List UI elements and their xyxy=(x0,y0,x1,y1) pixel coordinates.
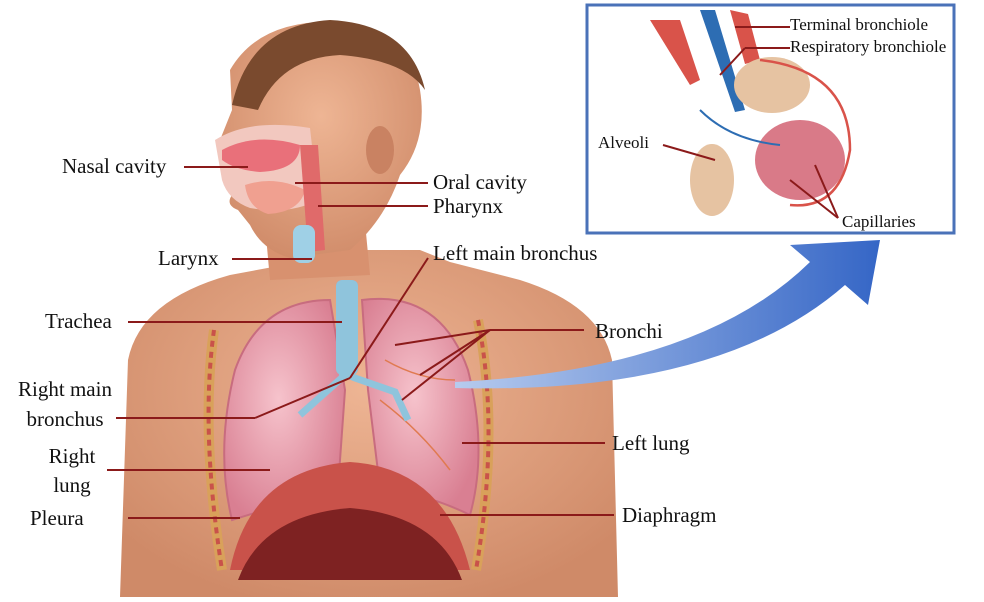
label-alveoli: Alveoli xyxy=(598,133,649,152)
label-pharynx: Pharynx xyxy=(433,195,503,218)
label-capillaries: Capillaries xyxy=(842,212,916,231)
label-diaphragm: Diaphragm xyxy=(622,504,716,527)
label-oral-cavity: Oral cavity xyxy=(433,171,527,194)
label-right-main-bronchus: Right main bronchus xyxy=(10,378,120,431)
label-right-lung-line1: Right xyxy=(40,445,104,468)
label-bronchi: Bronchi xyxy=(595,320,663,343)
label-nasal-cavity: Nasal cavity xyxy=(62,155,166,178)
label-right-main-bronchus-line2: bronchus xyxy=(10,408,120,431)
label-left-lung: Left lung xyxy=(612,432,690,455)
label-respiratory-bronchiole: Respiratory bronchiole xyxy=(790,37,946,56)
label-larynx: Larynx xyxy=(158,247,219,270)
label-pleura: Pleura xyxy=(30,507,84,530)
label-right-lung-line2: lung xyxy=(40,474,104,497)
label-right-main-bronchus-line1: Right main xyxy=(10,378,120,401)
label-trachea: Trachea xyxy=(45,310,112,333)
label-left-main-bronchus: Left main bronchus xyxy=(433,242,597,265)
label-right-lung: Right lung xyxy=(40,445,104,497)
label-terminal-bronchiole: Terminal bronchiole xyxy=(790,15,928,34)
